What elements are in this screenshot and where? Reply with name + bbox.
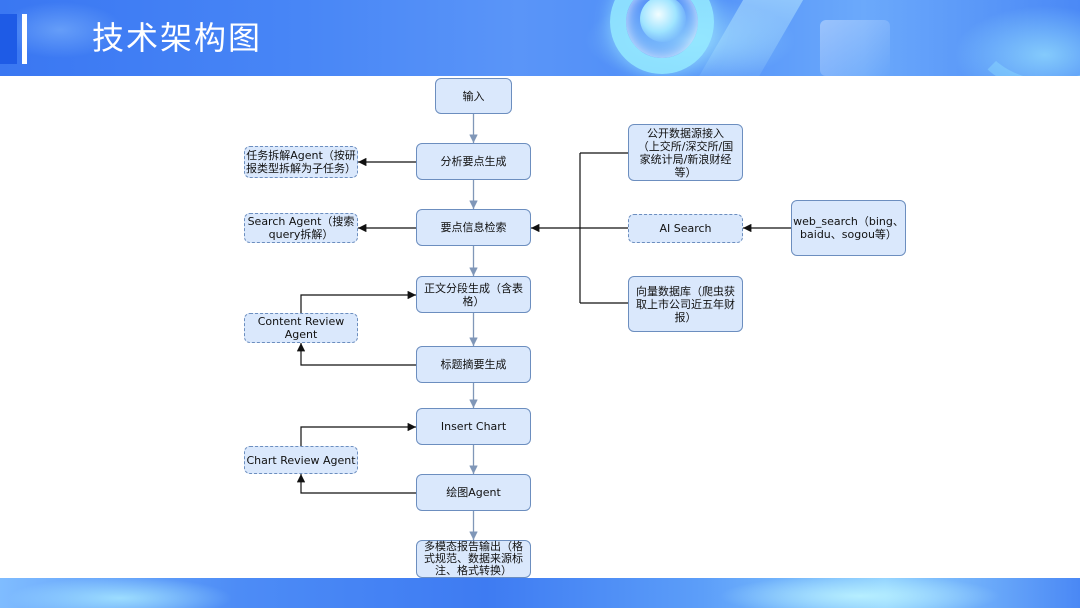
node-label-line: 注、格式转换） bbox=[435, 564, 512, 578]
slide-footer-band bbox=[0, 578, 1080, 608]
node-insert-chart: Insert Chart bbox=[416, 408, 531, 445]
node-label-line: 等） bbox=[674, 165, 697, 179]
node-label: Chart Review Agent bbox=[246, 453, 356, 467]
node-label: 分析要点生成 bbox=[440, 155, 507, 168]
node-label-line: web_search（bing、 bbox=[793, 215, 904, 228]
node-input: 输入 bbox=[435, 78, 512, 114]
node-web-search: web_search（bing、 baidu、sogou等） bbox=[791, 200, 906, 256]
node-label: AI Search bbox=[659, 222, 712, 235]
node-multimodal-output: 多模态报告输出（格 式规范、数据来源标 注、格式转换） bbox=[416, 540, 531, 578]
arrow-drawing-to-chart-review bbox=[296, 474, 416, 494]
decorative-orb bbox=[640, 0, 686, 42]
node-public-data-source: 公开数据源接入 （上交所/深交所/国 家统计局/新浪财经 等） bbox=[628, 124, 743, 181]
node-ai-search: AI Search bbox=[628, 214, 743, 243]
node-label-line: 多模态报告输出（格 bbox=[424, 539, 523, 553]
node-task-decomposition-agent: 任务拆解Agent（按研 报类型拆解为子任务） bbox=[244, 146, 358, 178]
node-drawing-agent: 绘图Agent bbox=[416, 474, 531, 511]
node-label: 绘图Agent bbox=[446, 486, 501, 499]
node-label-line: （上交所/深交所/国 bbox=[637, 139, 734, 153]
slide-title: 技术架构图 bbox=[92, 19, 263, 57]
node-label-line: 格） bbox=[462, 294, 485, 308]
node-vector-database: 向量数据库（爬虫获 取上市公司近五年财 报） bbox=[628, 276, 743, 332]
arrow-content-review-to-body bbox=[300, 290, 416, 313]
slide-header: 技术架构图 bbox=[0, 0, 1080, 76]
node-label-line: 取上市公司近五年财 bbox=[636, 297, 735, 311]
node-label-line: baidu、sogou等） bbox=[800, 228, 897, 241]
node-label-line: Search Agent（搜索 bbox=[247, 215, 355, 228]
node-label-line: Agent bbox=[284, 328, 318, 341]
node-content-review-agent: Content Review Agent bbox=[244, 313, 358, 343]
node-chart-review-agent: Chart Review Agent bbox=[244, 446, 358, 474]
node-label: 要点信息检索 bbox=[440, 221, 507, 234]
node-input-label: 输入 bbox=[462, 89, 485, 103]
node-label-line: 正文分段生成（含表 bbox=[424, 281, 523, 295]
node-title-summary: 标题摘要生成 bbox=[416, 346, 531, 383]
node-label-line: query拆解） bbox=[268, 228, 334, 241]
node-label-line: 任务拆解Agent（按研 bbox=[246, 149, 356, 162]
arrow-summary-to-content-review bbox=[296, 343, 416, 366]
node-label-line: 报类型拆解为子任务） bbox=[246, 162, 356, 175]
node-label: 标题摘要生成 bbox=[440, 358, 507, 371]
node-label-line: 式规范、数据来源标 bbox=[424, 551, 523, 565]
decorative-glass-panel bbox=[820, 20, 890, 76]
node-label-line: Content Review bbox=[257, 315, 345, 328]
node-label: Insert Chart bbox=[440, 420, 507, 433]
node-body-generation: 正文分段生成（含表 格） bbox=[416, 276, 531, 313]
node-info-retrieval: 要点信息检索 bbox=[416, 209, 531, 246]
title-accent-bar bbox=[22, 14, 27, 64]
node-label-line: 报） bbox=[674, 310, 697, 324]
node-label-line: 向量数据库（爬虫获 bbox=[636, 284, 735, 298]
node-label-line: 公开数据源接入 bbox=[647, 126, 724, 140]
node-label-line: 家统计局/新浪财经 bbox=[639, 152, 732, 166]
node-search-agent: Search Agent（搜索 query拆解） bbox=[244, 213, 358, 243]
arrow-chart-review-to-insert-chart bbox=[300, 422, 416, 446]
node-key-point-analysis: 分析要点生成 bbox=[416, 143, 531, 180]
header-accent-block bbox=[0, 14, 17, 64]
